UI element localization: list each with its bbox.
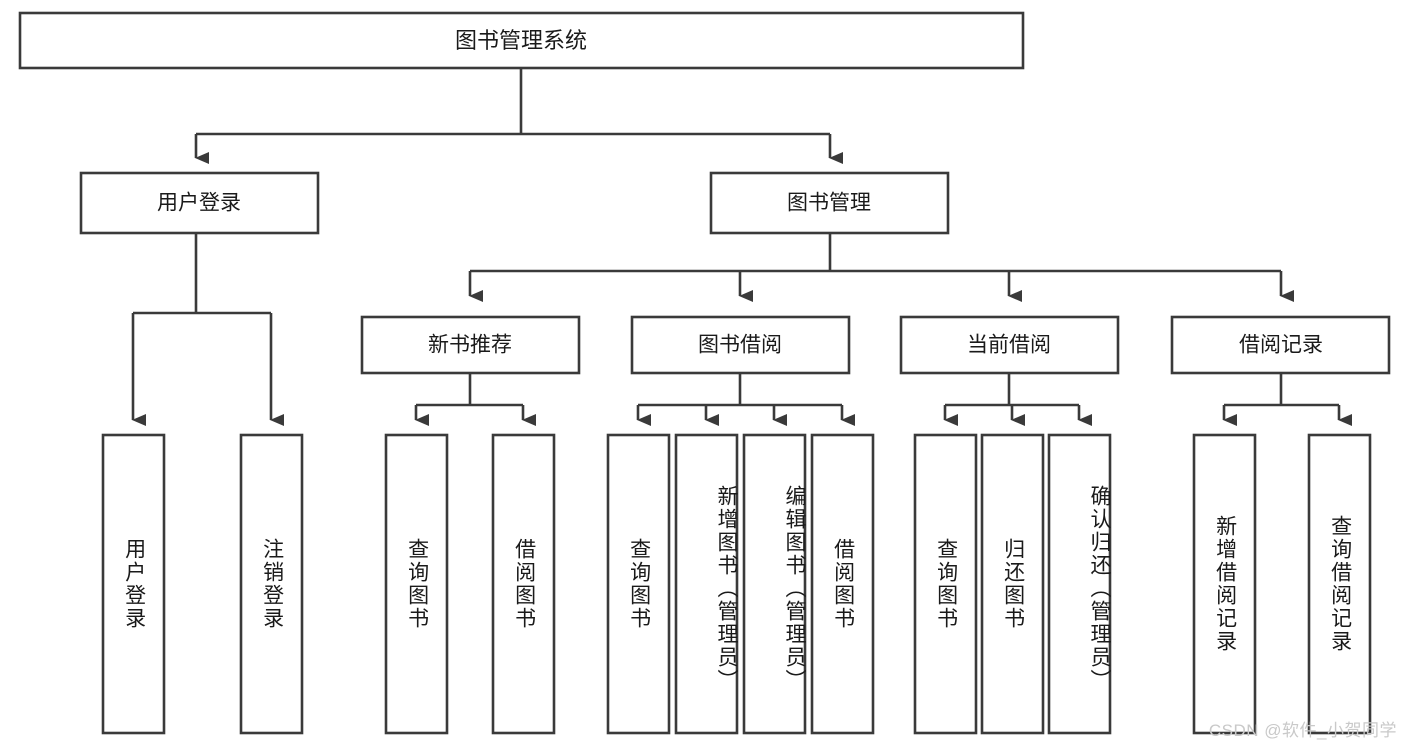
leaf-borrow-edit-book-box[interactable] <box>742 433 807 735</box>
leaf-records-query-box[interactable] <box>1307 433 1372 735</box>
node-book-borrow-label: 图书借阅 <box>698 334 782 357</box>
leaf-user-login-login-box[interactable] <box>101 433 166 735</box>
node-new-book-recommend-box[interactable] <box>360 315 581 375</box>
node-new-book-recommend-label: 新书推荐 <box>428 334 512 357</box>
node-current-borrow-label: 当前借阅 <box>967 334 1051 357</box>
node-borrow-records-box[interactable] <box>1170 315 1391 375</box>
leaf-new-books-query[interactable] <box>384 433 449 735</box>
leaf-borrow-query[interactable] <box>606 433 671 735</box>
node-root-system-label: 图书管理系统 <box>455 28 587 53</box>
edge-group-borrow <box>636 373 855 426</box>
leaf-borrow-borrow-book-box[interactable] <box>810 433 875 735</box>
node-user-login-label: 用户登录 <box>157 192 241 215</box>
node-current-borrow[interactable]: 当前借阅 <box>899 315 1120 375</box>
node-borrow-records-label: 借阅记录 <box>1239 334 1323 357</box>
node-book-borrow[interactable]: 图书借阅 <box>630 315 851 375</box>
node-book-management-box[interactable] <box>709 171 950 235</box>
leaf-user-login-login[interactable] <box>101 433 166 735</box>
leaf-records-add-box[interactable] <box>1192 433 1257 735</box>
leaf-new-books-borrow-box[interactable] <box>491 433 556 735</box>
node-current-borrow-box[interactable] <box>899 315 1120 375</box>
leaf-new-books-query-box[interactable] <box>384 433 449 735</box>
leaf-user-login-logout[interactable] <box>239 433 304 735</box>
node-new-book-recommend[interactable]: 新书推荐 <box>360 315 581 375</box>
node-user-login-box[interactable] <box>79 171 320 235</box>
node-root-system-box[interactable] <box>18 11 1025 70</box>
node-book-borrow-box[interactable] <box>630 315 851 375</box>
edge-group-root <box>194 68 843 164</box>
edge-group-user-login <box>131 233 284 426</box>
leaf-borrow-edit-book[interactable] <box>742 433 807 735</box>
leaf-current-confirm-return[interactable] <box>1047 433 1112 735</box>
leaf-borrow-borrow-book[interactable] <box>810 433 875 735</box>
leaf-current-return-box[interactable] <box>980 433 1045 735</box>
node-root-system[interactable]: 图书管理系统 <box>18 11 1025 70</box>
leaf-borrow-add-book-box[interactable] <box>674 433 739 735</box>
leaf-current-return[interactable] <box>980 433 1045 735</box>
leaf-borrow-query-box[interactable] <box>606 433 671 735</box>
node-user-login[interactable]: 用户登录 <box>79 171 320 235</box>
node-book-management-label: 图书管理 <box>787 192 871 215</box>
leaf-borrow-add-book[interactable] <box>674 433 739 735</box>
leaf-records-add[interactable] <box>1192 433 1257 735</box>
edge-group-new-books <box>414 373 536 426</box>
leaf-current-query[interactable] <box>913 433 978 735</box>
watermark: CSDN @软件_小贺同学 <box>1208 721 1397 740</box>
edge-group-records <box>1222 373 1352 426</box>
leaf-current-confirm-return-box[interactable] <box>1047 433 1112 735</box>
edge-group-current-borrow <box>943 373 1092 426</box>
leaf-records-query[interactable] <box>1307 433 1372 735</box>
edge-group-book-mgmt <box>468 233 1294 302</box>
leaf-current-query-box[interactable] <box>913 433 978 735</box>
node-borrow-records[interactable]: 借阅记录 <box>1170 315 1391 375</box>
leaf-user-login-logout-box[interactable] <box>239 433 304 735</box>
leaf-new-books-borrow[interactable] <box>491 433 556 735</box>
node-book-management[interactable]: 图书管理 <box>709 171 950 235</box>
